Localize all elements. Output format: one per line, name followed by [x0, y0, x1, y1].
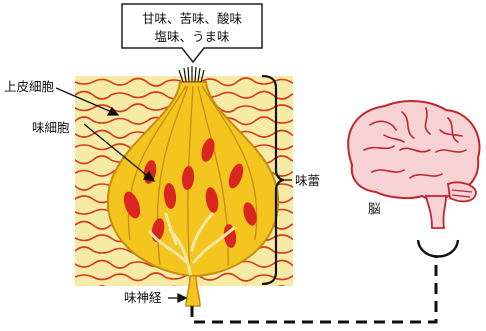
- epithelial-cell-label: 上皮細胞: [4, 79, 55, 94]
- taste-types-line2: 塩味、うま味: [154, 29, 230, 44]
- taste-nerve-label: 味神経: [124, 290, 162, 305]
- taste-cell-label: 味細胞: [32, 120, 70, 135]
- taste-bud-label: 味蕾: [295, 173, 320, 188]
- taste-types-line1: 甘味、苦味、酸味: [142, 11, 243, 26]
- brain-label: 脳: [368, 201, 381, 216]
- taste-types-callout: 甘味、苦味、酸味 塩味、うま味: [122, 4, 262, 62]
- brain-receptor-connector: [418, 240, 458, 257]
